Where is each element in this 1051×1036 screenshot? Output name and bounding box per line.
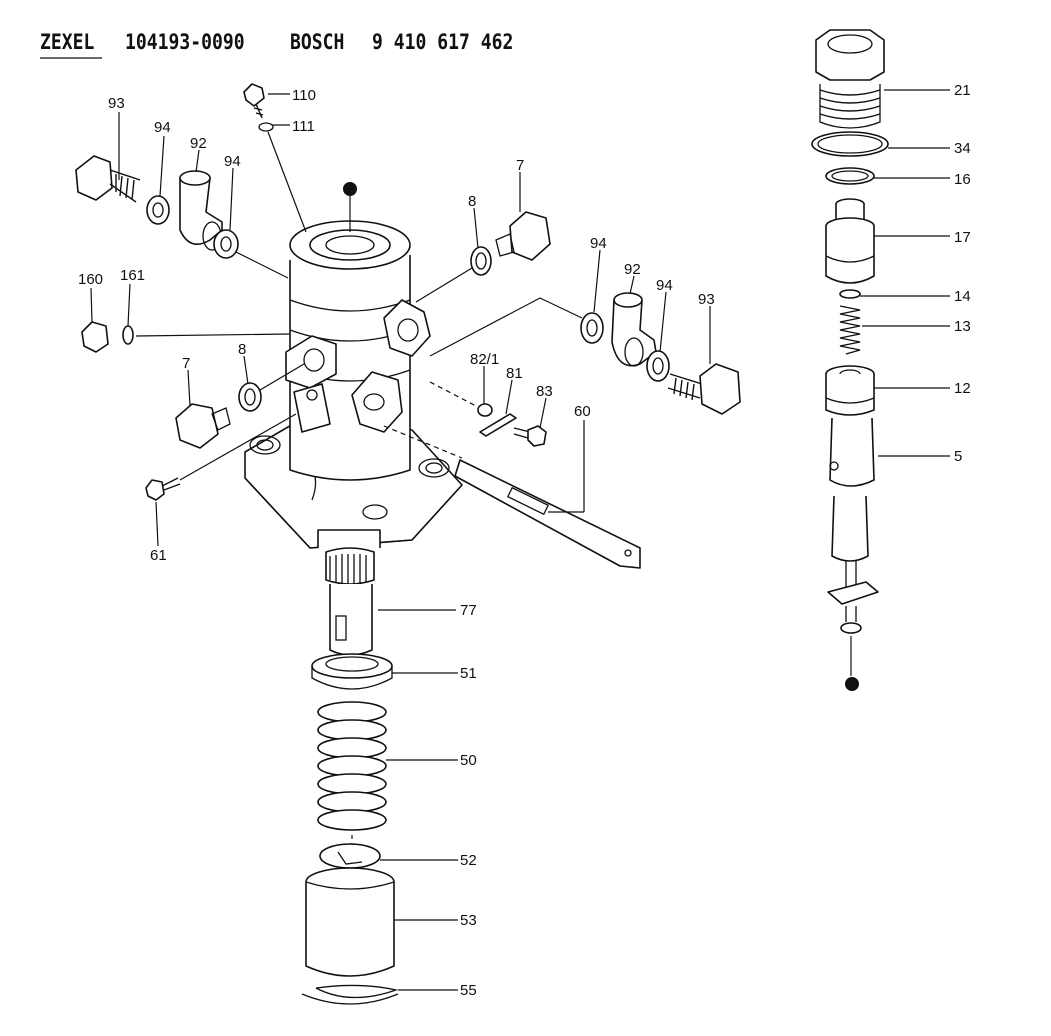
callout-161: 161 — [120, 267, 145, 284]
callout-53: 53 — [460, 912, 477, 929]
callout-77: 77 — [460, 602, 477, 619]
callout-7-upper: 7 — [516, 157, 524, 174]
callout-111: 111 — [292, 118, 315, 135]
callout-94-d: 94 — [656, 277, 673, 294]
callout-5: 5 — [954, 448, 962, 465]
washer-8-upper — [470, 246, 492, 276]
callout-7-lower: 7 — [182, 355, 190, 372]
valve-seat-12 — [825, 365, 875, 416]
retaining-ring-55 — [301, 984, 399, 1005]
screw-61 — [145, 477, 181, 501]
washer-94b — [213, 229, 239, 259]
bleed-screw — [243, 83, 307, 233]
banjo-fitting-left — [179, 170, 223, 251]
plunger-barrel-5 — [827, 417, 879, 634]
pump-body — [244, 220, 463, 549]
callout-93-right: 93 — [698, 291, 715, 308]
banjo-fitting-right — [611, 292, 657, 367]
gasket-16 — [825, 167, 875, 185]
plug-160 — [81, 321, 134, 353]
gasket-34 — [811, 131, 889, 157]
callout-12: 12 — [954, 380, 971, 397]
plug-7-lower — [175, 403, 231, 449]
callout-16: 16 — [954, 171, 971, 188]
lever-81 — [479, 413, 517, 437]
callout-82-1: 82/1 — [470, 351, 499, 368]
reference-dot-top — [343, 182, 357, 196]
valve-17 — [825, 198, 875, 284]
callout-81: 81 — [506, 365, 523, 382]
callout-94-b: 94 — [224, 153, 241, 170]
washer-94d — [646, 350, 670, 382]
banjo-bolt-right — [667, 363, 741, 415]
holder-21 — [815, 29, 885, 129]
callout-55: 55 — [460, 982, 477, 999]
callout-94-c: 94 — [590, 235, 607, 252]
callout-83: 83 — [536, 383, 553, 400]
callout-labels: 110 111 93 94 92 94 7 8 160 161 7 8 94 9… — [78, 82, 971, 999]
callout-52: 52 — [460, 852, 477, 869]
spring-seat-51 — [311, 653, 393, 690]
callout-17: 17 — [954, 229, 971, 246]
leader-lines — [90, 89, 950, 991]
callout-13: 13 — [954, 318, 971, 335]
washer-94a — [146, 195, 170, 225]
callout-92-right: 92 — [624, 261, 641, 278]
banjo-bolt-left — [75, 155, 141, 203]
callout-110: 110 — [292, 87, 316, 104]
callout-160: 160 — [78, 271, 103, 288]
tappet-53 — [305, 867, 395, 977]
callout-14: 14 — [954, 288, 971, 305]
part-number-bosch: 9 410 617 462 — [372, 30, 514, 54]
washer-8-lower — [238, 382, 262, 412]
callout-21: 21 — [954, 82, 971, 99]
washer-94c — [580, 312, 604, 344]
part-number-zexel: 104193-0090 — [125, 30, 245, 54]
callout-34: 34 — [954, 140, 971, 157]
screw-83 — [513, 425, 547, 447]
plug-7-upper — [495, 211, 551, 261]
brand-zexel: ZEXEL — [40, 30, 95, 54]
washer-14 — [839, 289, 861, 299]
callout-94-a: 94 — [154, 119, 171, 136]
callout-8-upper: 8 — [468, 193, 476, 210]
callout-61: 61 — [150, 547, 167, 564]
callout-93-left: 93 — [108, 95, 125, 112]
washer-82 — [477, 403, 493, 417]
spring-13 — [839, 305, 861, 355]
brand-bosch: BOSCH — [290, 30, 345, 54]
spring-seat-52 — [319, 843, 381, 869]
control-sleeve-77 — [325, 547, 375, 656]
callout-50: 50 — [460, 752, 477, 769]
callout-92-left: 92 — [190, 135, 207, 152]
spring-50 — [317, 701, 387, 831]
callout-60: 60 — [574, 403, 591, 420]
callout-8-lower: 8 — [238, 341, 246, 358]
control-rack — [454, 459, 641, 569]
reference-dot-bottom — [845, 677, 859, 691]
callout-51: 51 — [460, 665, 477, 682]
